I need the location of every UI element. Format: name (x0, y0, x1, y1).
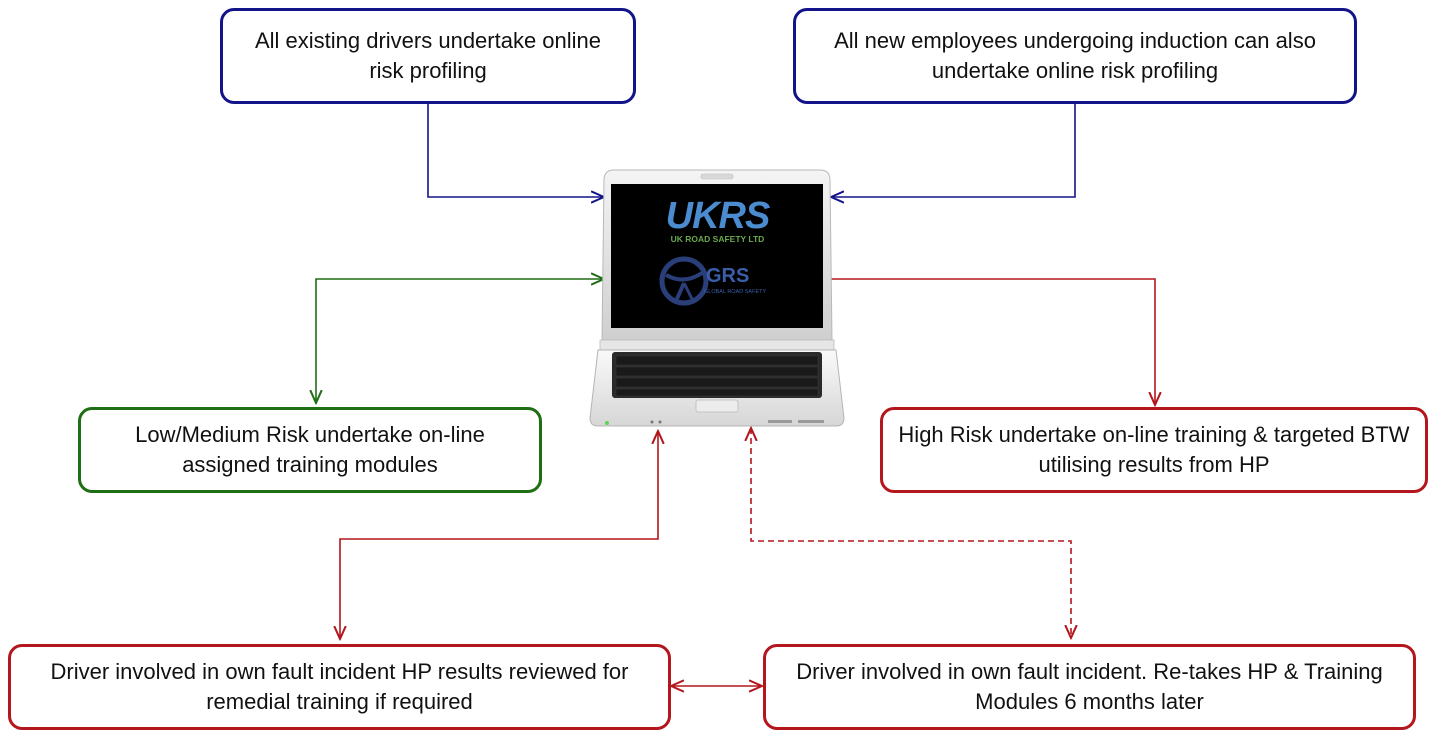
new-employees-text: All new employees undergoing induction c… (834, 28, 1316, 83)
arrow-existing-to-laptop (427, 104, 604, 197)
ukrs-logo-subtitle: UK ROAD SAFETY LTD (670, 234, 765, 244)
grs-logo-text: GRS (706, 265, 750, 287)
laptop-icon (589, 169, 845, 427)
arrow-laptop-incident-reviewed (340, 431, 658, 639)
grs-logo: GRS GLOBAL ROAD SAFETY (658, 253, 778, 309)
arrow-new-to-laptop (831, 104, 1076, 197)
arrow-laptop-high-risk (831, 278, 1155, 405)
existing-drivers-box: All existing drivers undertake online ri… (220, 8, 636, 104)
steering-wheel-icon (659, 256, 709, 306)
incident-retakes-box: Driver involved in own fault incident. R… (763, 644, 1416, 730)
new-employees-box: All new employees undergoing induction c… (793, 8, 1357, 104)
incident-retakes-text: Driver involved in own fault incident. R… (796, 659, 1383, 714)
ukrs-logo-text: UKRS (665, 195, 771, 237)
existing-drivers-text: All existing drivers undertake online ri… (254, 28, 602, 83)
incident-reviewed-text: Driver involved in own fault incident HP… (50, 659, 629, 714)
high-risk-text: High Risk undertake on-line training & t… (898, 422, 1410, 477)
grs-logo-subtitle: GLOBAL ROAD SAFETY (704, 289, 767, 295)
low-medium-risk-box: Low/Medium Risk undertake on-line assign… (78, 407, 542, 493)
incident-reviewed-box: Driver involved in own fault incident HP… (8, 644, 671, 730)
high-risk-box: High Risk undertake on-line training & t… (880, 407, 1428, 493)
arrow-laptop-low-medium (316, 279, 604, 403)
arrow-laptop-incident-retakes (751, 428, 1071, 638)
laptop-screen (611, 184, 823, 328)
low-medium-risk-text: Low/Medium Risk undertake on-line assign… (135, 422, 485, 477)
ukrs-logo: UKRS UK ROAD SAFETY LTD (660, 195, 775, 244)
